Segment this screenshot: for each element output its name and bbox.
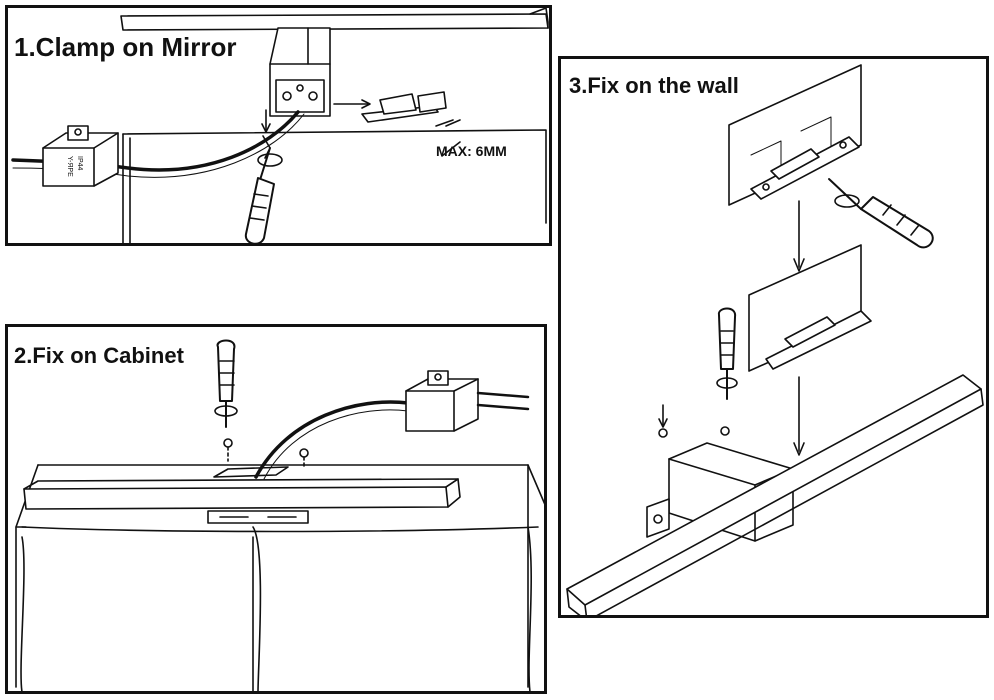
fix-on-cabinet-illustration (15, 339, 544, 691)
step-2-panel: 2.Fix on Cabinet (5, 324, 547, 694)
screwdriver-lower (716, 307, 738, 400)
driver-label-text: Y-ЯPE (66, 156, 73, 177)
screw-2 (299, 448, 309, 458)
mirror-outline (122, 129, 547, 224)
step-3-title: 3.Fix on the wall (569, 73, 739, 98)
step-2-title: 2.Fix on Cabinet (14, 343, 184, 368)
step-3-panel: 3.Fix on the wall (558, 56, 989, 618)
screwdriver-upper (828, 178, 934, 249)
screw-2 (720, 426, 730, 436)
led-driver: Y-ЯPE IP44 (42, 125, 119, 187)
fix-on-wall-illustration (566, 64, 984, 615)
wall-section-upper (728, 64, 862, 206)
step-1-title: 1.Clamp on Mirror (14, 32, 237, 62)
light-bar (23, 486, 449, 510)
light-bar (120, 13, 549, 31)
step-1-panel: 1.Clamp on Mirror MAX: 6MM (5, 5, 552, 246)
light-bar (566, 374, 982, 606)
screwdriver (214, 339, 238, 428)
screw (658, 428, 668, 438)
cabinet-mount (213, 466, 289, 478)
driver-label-text-2: IP44 (76, 156, 83, 171)
led-driver (405, 370, 530, 432)
screw (223, 438, 233, 448)
clamp-on-mirror-illustration: Y-ЯPE IP44 (11, 8, 549, 243)
screwdriver (244, 135, 283, 243)
